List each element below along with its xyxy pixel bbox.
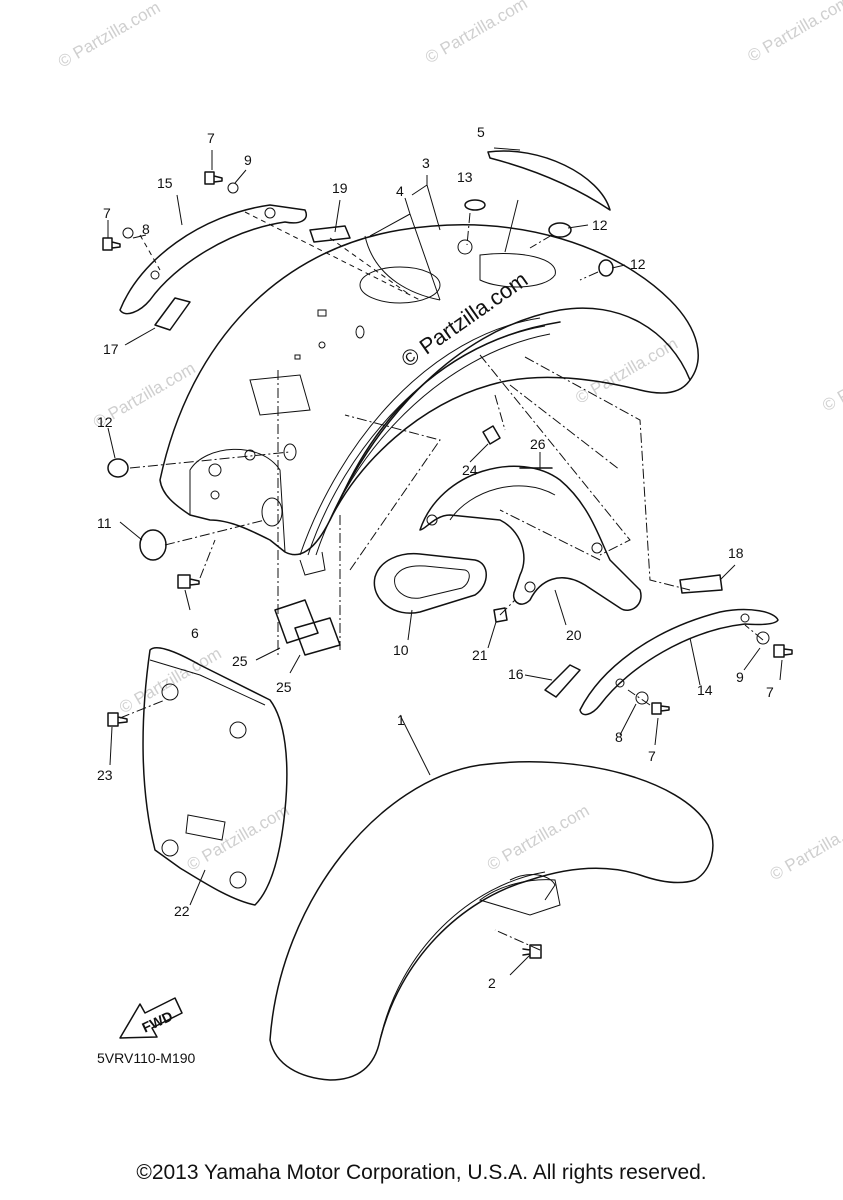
rear-fender <box>159 224 699 576</box>
part-label-21: 21 <box>472 647 488 663</box>
leader-lines <box>107 147 783 976</box>
part-label-15: 15 <box>157 175 173 191</box>
part-label-3: 3 <box>422 155 430 171</box>
part-label-1: 1 <box>397 712 405 728</box>
part-11-grommet <box>139 529 167 561</box>
part-label-20: 20 <box>566 627 582 643</box>
part-23-bolt <box>107 712 128 727</box>
part-label-7: 7 <box>207 130 215 146</box>
part-12-grommet <box>548 222 572 238</box>
watermark: © Partzilla.com <box>744 0 843 66</box>
part-label-9: 9 <box>244 152 252 168</box>
part-20-bracket <box>419 465 642 611</box>
part-17-reflector <box>154 297 191 331</box>
part-label-9: 9 <box>736 669 744 685</box>
part-label-13: 13 <box>457 169 473 185</box>
part-label-14: 14 <box>697 682 713 698</box>
part-24-clip <box>482 425 501 445</box>
part-22-cover <box>142 647 288 906</box>
watermark: © Partzilla.com <box>422 0 531 67</box>
part-19-reflector <box>309 225 351 243</box>
part-label-8: 8 <box>142 221 150 237</box>
part-label-12: 12 <box>97 414 113 430</box>
part-label-7: 7 <box>103 205 111 221</box>
part-12-grommet <box>598 259 614 277</box>
part-5-trim <box>487 150 611 211</box>
part-label-7: 7 <box>648 748 656 764</box>
watermark: © Partzilla.com <box>767 811 843 885</box>
watermark: © Partzilla.com <box>484 801 593 875</box>
center-watermark: © Partzilla.com <box>397 267 533 373</box>
part-16-reflector <box>544 664 581 698</box>
part-label-22: 22 <box>174 903 190 919</box>
part-21-bolt <box>493 607 508 623</box>
part-label-24: 24 <box>462 462 478 478</box>
part-label-7: 7 <box>766 684 774 700</box>
fwd-arrow-icon: FWD <box>119 997 183 1039</box>
part-25-pad <box>274 599 319 644</box>
watermark: © Partzilla.com <box>55 0 164 71</box>
part-label-18: 18 <box>728 545 744 561</box>
part-label-11: 11 <box>97 515 112 531</box>
part-13-washer <box>464 199 486 211</box>
part-label-25: 25 <box>232 653 248 669</box>
diagram-code: 5VRV110-M190 <box>97 1050 196 1066</box>
part-1-front-fender <box>269 761 714 1081</box>
connection-lines <box>119 211 764 951</box>
copyright-notice: ©2013 Yamaha Motor Corporation, U.S.A. A… <box>136 1161 707 1184</box>
left-bolts <box>102 171 239 251</box>
part-label-8: 8 <box>615 729 623 745</box>
part-18-reflector <box>679 574 723 594</box>
part-25-pad <box>294 617 341 656</box>
part-2-bolt <box>522 944 542 959</box>
part-6-bolt <box>177 574 200 589</box>
part-label-23: 23 <box>97 767 113 783</box>
part-label-26: 26 <box>530 436 546 452</box>
part-label-12: 12 <box>630 256 646 272</box>
part-label-17: 17 <box>103 341 119 357</box>
part-labels: 1 2 3 4 5 6 7 7 7 7 8 8 9 9 10 11 12 12 … <box>97 124 774 991</box>
watermark: © Partzilla.com <box>116 644 225 718</box>
right-bolts <box>635 631 793 715</box>
watermark: © Partzilla.com <box>572 334 681 408</box>
part-10-lens <box>373 552 487 614</box>
part-label-16: 16 <box>508 666 524 682</box>
part-label-5: 5 <box>477 124 485 140</box>
part-label-10: 10 <box>393 642 409 658</box>
part-label-19: 19 <box>332 180 348 196</box>
part-label-6: 6 <box>191 625 199 641</box>
part-label-25: 25 <box>276 679 292 695</box>
part-14-rail <box>579 608 779 716</box>
part-12-grommet <box>107 458 129 478</box>
part-label-12: 12 <box>592 217 608 233</box>
part-label-2: 2 <box>488 975 496 991</box>
part-15-rail <box>119 204 307 315</box>
watermark: © Partzilla.com <box>819 342 843 416</box>
part-label-4: 4 <box>396 183 404 199</box>
